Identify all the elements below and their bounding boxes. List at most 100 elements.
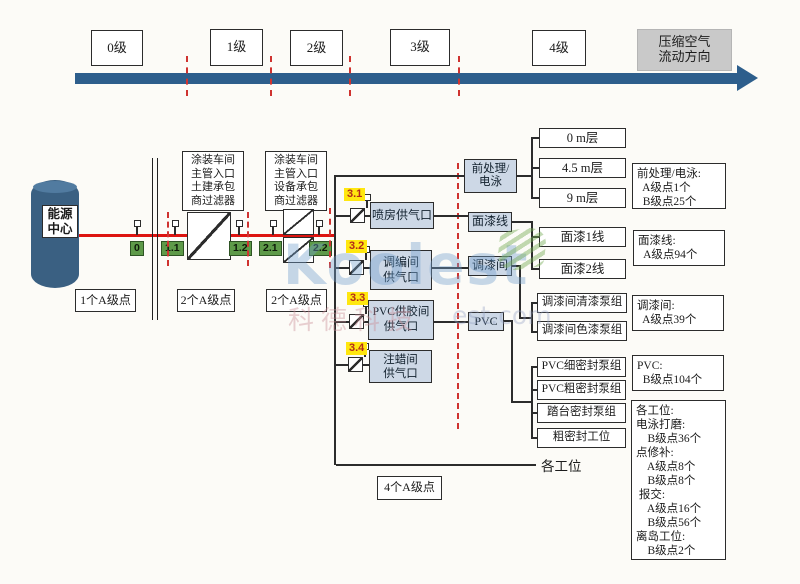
- target-box: 4.5 m层: [539, 158, 626, 178]
- valve-tag-34: 3.4: [346, 342, 368, 355]
- workshop-wall: [152, 158, 158, 320]
- supply-box-spray-booth: 喷房供气口: [370, 202, 434, 229]
- stage-divider-dash: [329, 208, 331, 268]
- flow-arrow-head: [737, 65, 758, 91]
- connector: [512, 265, 520, 267]
- target-label: 调漆间清漆泵组: [541, 296, 623, 309]
- valve-tag-33: 3.3: [347, 292, 369, 305]
- level-label: 3级: [410, 39, 430, 55]
- target-label: 面漆2线: [560, 261, 605, 276]
- gauge-icon: [363, 300, 370, 314]
- target-label: 面漆1线: [560, 229, 605, 244]
- summary-stations: 各工位:电泳打磨: B级点36个点修补: A级点8个 B级点8个 报交: A级点…: [631, 400, 726, 560]
- pressure-sensor-icon: [171, 220, 179, 235]
- stage-divider-dash: [457, 163, 459, 429]
- valve-34-icon: [348, 343, 369, 372]
- stage-divider-dash: [247, 212, 249, 266]
- valve-33-icon: [349, 300, 370, 329]
- connector: [519, 265, 521, 319]
- valve-31-icon: [350, 194, 371, 223]
- flow-arrow-body: [75, 73, 738, 84]
- connector: [512, 221, 531, 223]
- link-line: [434, 215, 468, 217]
- connector: [531, 221, 533, 270]
- connector: [532, 236, 540, 238]
- count-label: 2个A级点: [271, 292, 322, 307]
- pipe-tag-21: 2.1: [259, 241, 282, 256]
- filter1-label-box: 涂装车间主管入口土建承包商过滤器: [182, 151, 244, 211]
- pressure-sensor-icon: [315, 220, 323, 235]
- level-label: 2级: [306, 39, 327, 55]
- area-box-pretreat-edcoat: 前处理/电泳: [464, 159, 517, 193]
- valves-count-box: 4个A级点: [377, 476, 442, 500]
- connector: [532, 389, 538, 391]
- pressure-sensor-icon: [133, 220, 141, 235]
- target-box: 踏台密封泵组: [537, 403, 626, 423]
- level-label: 0级: [107, 39, 127, 55]
- connector: [511, 320, 513, 403]
- target-label: 调漆间色漆泵组: [541, 324, 623, 337]
- supply-box-wax-room: 注蜡间供气口: [369, 350, 432, 383]
- link-line: [434, 321, 468, 323]
- connector: [532, 366, 538, 368]
- pipe-tag-11: 1.1: [161, 241, 184, 256]
- energy-center-label: 能源中心: [42, 205, 78, 238]
- connector: [532, 437, 538, 439]
- stage-divider-dash: [167, 212, 169, 266]
- valve-32-icon: [349, 246, 370, 275]
- level-box-4: 4级: [532, 30, 586, 66]
- target-box: 0 m层: [539, 128, 626, 148]
- target-label: 4.5 m层: [562, 160, 603, 175]
- summary-topcoat: 面漆线: A级点94个: [633, 230, 725, 266]
- valve-tag-32: 3.2: [346, 240, 368, 253]
- trunk-line: [334, 175, 336, 465]
- summary-pvc: PVC: B级点104个: [632, 355, 724, 391]
- target-label: PVC细密封泵组: [541, 360, 622, 373]
- connector: [532, 268, 540, 270]
- target-label: 粗密封工位: [552, 431, 611, 444]
- target-box: 调漆间色漆泵组: [537, 321, 627, 341]
- source-count-box: 1个A级点: [75, 289, 136, 312]
- pressure-sensor-icon: [235, 220, 243, 235]
- target-box: PVC粗密封泵组: [537, 380, 626, 400]
- target-box: 调漆间清漆泵组: [537, 293, 627, 313]
- count-label: 2个A级点: [180, 292, 232, 307]
- flow-direction-box: 压缩空气流动方向: [637, 29, 732, 71]
- area-box-pvc: PVC: [468, 312, 504, 331]
- branch-line-pretreat: [336, 175, 464, 177]
- connector: [511, 401, 532, 403]
- level-label: 1级: [226, 39, 247, 55]
- connector: [517, 175, 532, 177]
- stations-text: 各工位: [541, 459, 582, 474]
- target-box: 9 m层: [539, 188, 626, 208]
- filter2-count-box: 2个A级点: [266, 289, 327, 312]
- target-label: 0 m层: [566, 130, 599, 145]
- filter2-symbol-bottom: [283, 237, 314, 263]
- connector: [532, 302, 539, 304]
- connector: [532, 137, 540, 139]
- pipe-tag-12: 1.2: [229, 241, 252, 256]
- connector: [532, 197, 540, 199]
- area-box-paint-mix-room: 调漆间: [468, 256, 512, 276]
- target-label: 踏台密封泵组: [547, 406, 616, 419]
- connector: [532, 167, 540, 169]
- valve-tag-31: 3.1: [344, 188, 366, 201]
- filter2-symbol-top: [283, 209, 314, 235]
- summary-pretreat: 前处理/电泳: A级点1个 B级点25个: [632, 163, 726, 209]
- level-label: 4级: [549, 39, 569, 55]
- target-label: 9 m层: [566, 190, 599, 205]
- level-box-2: 2级: [290, 30, 343, 66]
- pressure-sensor-icon: [269, 220, 277, 235]
- level-box-3: 3级: [390, 29, 450, 66]
- branch-line-stations: [336, 464, 536, 466]
- count-label: 4个A级点: [384, 480, 435, 495]
- area-box-topcoat-line: 面漆线: [468, 212, 512, 232]
- target-box: 面漆2线: [539, 259, 626, 279]
- stage-divider-dash: [270, 56, 272, 96]
- level-box-1: 1级: [210, 29, 263, 66]
- stage-divider-dash: [458, 56, 460, 96]
- stage-divider-dash: [349, 56, 351, 96]
- gauge-icon: [363, 246, 370, 260]
- stage-divider-dash: [186, 56, 188, 96]
- connector: [532, 331, 539, 333]
